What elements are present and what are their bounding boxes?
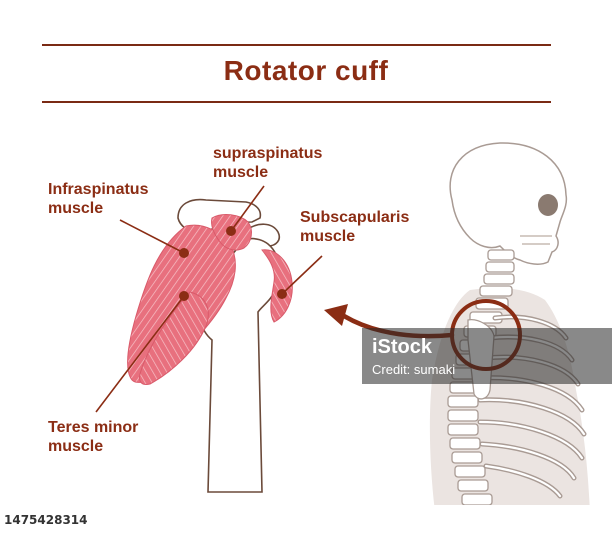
watermark-credit: Credit: sumaki bbox=[372, 362, 456, 377]
stock-watermark: iStock Credit: sumaki bbox=[362, 328, 612, 384]
label-supraspinatus: supraspinatus muscle bbox=[213, 144, 322, 182]
label-subscapularis-line2: muscle bbox=[300, 228, 356, 245]
label-teres-minor-line2: muscle bbox=[48, 438, 104, 455]
label-subscapularis-line1: Subscapularis bbox=[300, 209, 410, 226]
label-subscapularis: Subscapularis muscle bbox=[300, 208, 409, 246]
label-infraspinatus-line2: muscle bbox=[48, 200, 104, 217]
label-supraspinatus-line1: supraspinatus bbox=[213, 145, 323, 162]
leader-supraspinatus bbox=[230, 185, 265, 232]
label-infraspinatus: Infraspinatus muscle bbox=[48, 180, 148, 218]
image-id-text: 1475428314 bbox=[4, 513, 88, 527]
label-supraspinatus-line2: muscle bbox=[213, 164, 269, 181]
subscapularis-muscle bbox=[261, 249, 293, 323]
dot-subscapularis bbox=[277, 289, 287, 299]
dot-supraspinatus bbox=[226, 226, 236, 236]
label-teres-minor-line1: Teres minor bbox=[48, 419, 139, 436]
diagram-title: Rotator cuff bbox=[223, 55, 389, 86]
label-teres-minor: Teres minor muscle bbox=[48, 418, 138, 456]
title-rule-bottom bbox=[42, 101, 551, 103]
leader-lines bbox=[95, 185, 323, 413]
dot-teres-minor bbox=[179, 291, 189, 301]
dot-infraspinatus bbox=[179, 248, 189, 258]
label-infraspinatus-line1: Infraspinatus bbox=[48, 181, 149, 198]
leader-teres-minor bbox=[95, 295, 185, 413]
leader-subscapularis bbox=[281, 255, 323, 295]
skull-icon bbox=[449, 142, 568, 265]
title-rule-top bbox=[42, 44, 551, 46]
leader-infraspinatus bbox=[119, 219, 185, 254]
teres-minor-muscle bbox=[139, 291, 209, 385]
watermark-logo: iStock bbox=[372, 336, 433, 358]
footer-bar: 1475428314 bbox=[0, 505, 612, 535]
leader-dots bbox=[179, 226, 287, 301]
